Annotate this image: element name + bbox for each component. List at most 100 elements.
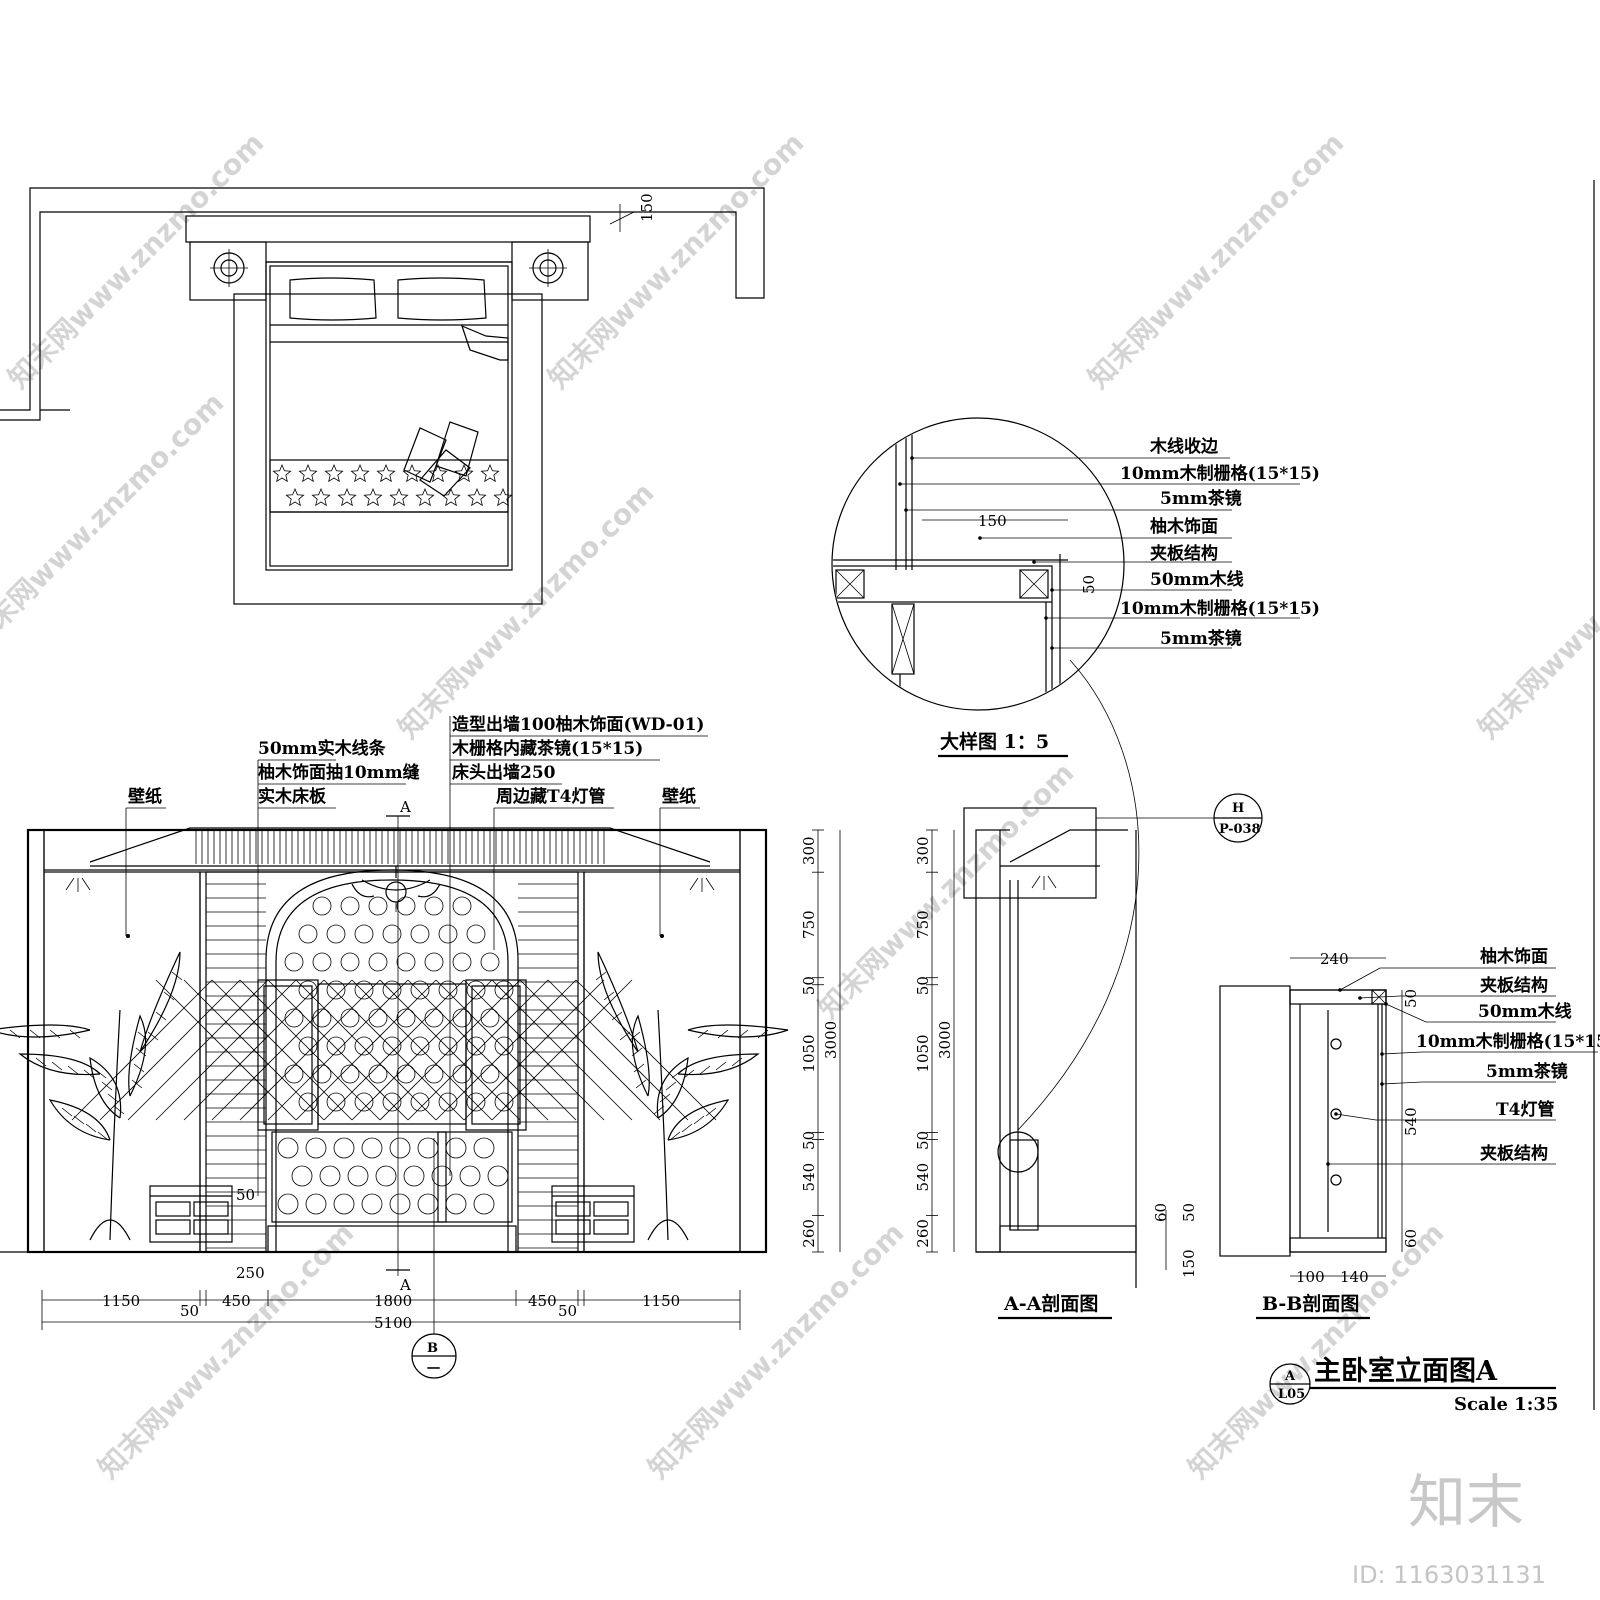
detail-connector <box>1017 659 1140 1131</box>
detail-label-3: 柚木饰面 <box>1150 516 1218 537</box>
wood-slats <box>206 883 578 1249</box>
leader-label-group-center: 造型出墙100柚木饰面(WD-01) 木栅格内藏茶镜(15*15) 床头出墙25… <box>449 714 708 1176</box>
chandelier-icon <box>351 866 441 912</box>
bb-dim-540: 540 <box>1402 1107 1420 1136</box>
section-b-bubble-bottom: 一 <box>427 1362 440 1377</box>
elev-vdim-total: 3000 <box>822 1021 840 1059</box>
label-teak-projection: 造型出墙100柚木饰面(WD-01) <box>452 714 704 735</box>
section-bb-title: B-B剖面图 <box>1262 1292 1359 1315</box>
bb-wall-hatch <box>1219 985 1291 1257</box>
watermark-text: 知末网www.znzmo.com <box>92 1216 361 1485</box>
lamp-icon <box>529 249 567 287</box>
bb-label-1: 夹板结构 <box>1480 975 1548 996</box>
elev-vdim-2: 50 <box>800 976 818 995</box>
left-wall-hatch <box>27 829 45 1253</box>
dim-250: 250 <box>236 1264 265 1282</box>
elev-vdim-3: 1050 <box>800 1034 818 1072</box>
drawing-title: 主卧室立面图A <box>1314 1355 1498 1387</box>
detail-label-7: 5mm茶镜 <box>1160 628 1242 649</box>
label-wallpaper-left: 壁纸 <box>128 786 162 807</box>
detail-dim-150: 150 <box>978 512 1007 530</box>
watermark-image-id: ID: 1163031131 <box>1352 1561 1546 1589</box>
headboard-pattern <box>277 1137 509 1215</box>
detail-label-0: 木线收边 <box>1149 436 1219 457</box>
watermark-text: 知末网www.znzmo.com <box>0 386 230 655</box>
dim-50-right: 50 <box>558 1302 577 1320</box>
blanket-fold <box>461 324 509 361</box>
detail-ref-bubble-top: H <box>1232 801 1244 816</box>
watermark-brand: 知末 <box>1408 1468 1524 1536</box>
t4-light-icon <box>1330 1038 1342 1186</box>
label-lattice-mirror: 木栅格内藏茶镜(15*15) <box>451 738 643 759</box>
watermark-text: 知末网www.znzmo.com <box>1082 126 1351 395</box>
drawing-scale: Scale 1:35 <box>1454 1394 1558 1415</box>
plan-dim-150: 150 <box>638 193 656 222</box>
plan-wall-outline <box>0 187 765 421</box>
label-wallpaper-right: 壁纸 <box>662 786 696 807</box>
title-block: A L05 主卧室立面图A Scale 1:35 <box>1269 180 1595 1415</box>
detail-label-1: 10mm木制栅格(15*15) <box>1120 463 1320 484</box>
arch-frame <box>265 869 519 1252</box>
dim-1800: 1800 <box>374 1292 412 1310</box>
watermark-text: 知末网www.znzmo.com <box>642 1216 911 1485</box>
section-aa-title: A-A剖面图 <box>1003 1292 1098 1315</box>
wallpaper-panel-left <box>43 871 201 1253</box>
elev-vdim-1: 750 <box>800 910 818 939</box>
main-elevation: A A B 一 50mm实木线条 柚木饰面抽10mm缝 实木床板 造型出墙100… <box>0 714 841 1379</box>
runner-pattern <box>272 463 513 507</box>
label-solid-wood-bedboard: 实木床板 <box>258 786 327 807</box>
label-teak-veneer-groove: 柚木饰面抽10mm缝 <box>258 762 420 783</box>
bb-label-2: 50mm木线 <box>1478 1001 1572 1022</box>
dimension-chain-horizontal: 1150 50 450 1800 450 50 1150 5100 250 50 <box>41 1186 741 1332</box>
bb-dim-100: 100 <box>1296 1268 1325 1286</box>
bb-label-0: 柚木饰面 <box>1480 946 1548 967</box>
bed-frame <box>233 293 543 605</box>
leader-label-group-left: 50mm实木线条 柚木饰面抽10mm缝 实木床板 <box>257 738 420 1196</box>
bb-dim-60: 60 <box>1402 1229 1420 1248</box>
headboard-panel <box>271 1131 513 1223</box>
dim-1150-right: 1150 <box>642 1292 680 1310</box>
side-window-right <box>465 979 527 1131</box>
aa-dim-60: 60 <box>1152 1203 1170 1222</box>
detail-title: 大样图 1：5 <box>940 730 1049 753</box>
bb-dim-140: 140 <box>1340 1268 1369 1286</box>
aa-vdim-6: 260 <box>914 1219 932 1248</box>
headboard <box>185 215 591 243</box>
bed-base <box>267 1225 517 1253</box>
detail-ref-bubble-bottom: P-038 <box>1219 822 1261 837</box>
dim-1150-left: 1150 <box>102 1292 140 1310</box>
title-bubble-top: A <box>1284 1369 1296 1384</box>
watermark-text: 知末网www.znzmo.com <box>1472 476 1600 745</box>
aa-vdim-4: 50 <box>914 1131 932 1150</box>
label-hidden-t4-light: 周边藏T4灯管 <box>496 786 605 807</box>
lamp-icon <box>210 249 248 287</box>
bb-cabinet <box>1289 989 1387 1253</box>
aa-dim-50: 50 <box>1180 1203 1198 1222</box>
bb-label-5: T4灯管 <box>1496 1099 1554 1120</box>
bb-dim-240: 240 <box>1320 950 1349 968</box>
downlight-icon <box>689 877 715 892</box>
watermark-text: 知末网www.znzmo.com <box>392 476 661 745</box>
watermark-text: 知末网www.znzmo.com <box>542 126 811 395</box>
elev-vdim-5: 540 <box>800 1163 818 1192</box>
bed-floor-plan: 150 <box>0 187 765 605</box>
banana-plant-icon <box>0 951 789 1241</box>
dim-450-right: 450 <box>528 1292 557 1310</box>
downlight-icon <box>65 877 91 892</box>
elevation-frame <box>26 828 768 1254</box>
section-a-marker-top: A <box>399 798 411 816</box>
detail-label-6: 10mm木制栅格(15*15) <box>1120 598 1320 619</box>
nightstand-left <box>149 1185 233 1243</box>
elev-vdim-4: 50 <box>800 1131 818 1150</box>
ceiling-band <box>43 829 741 871</box>
section-b-bubble-top: B <box>427 1341 438 1356</box>
bb-dim-50: 50 <box>1402 989 1420 1008</box>
detail-label-5: 50mm木线 <box>1150 569 1244 590</box>
detail-circle <box>831 417 1125 711</box>
pillow-icon <box>289 277 487 321</box>
downlight-icon <box>1031 875 1057 890</box>
detail-label-2: 5mm茶镜 <box>1160 488 1242 509</box>
